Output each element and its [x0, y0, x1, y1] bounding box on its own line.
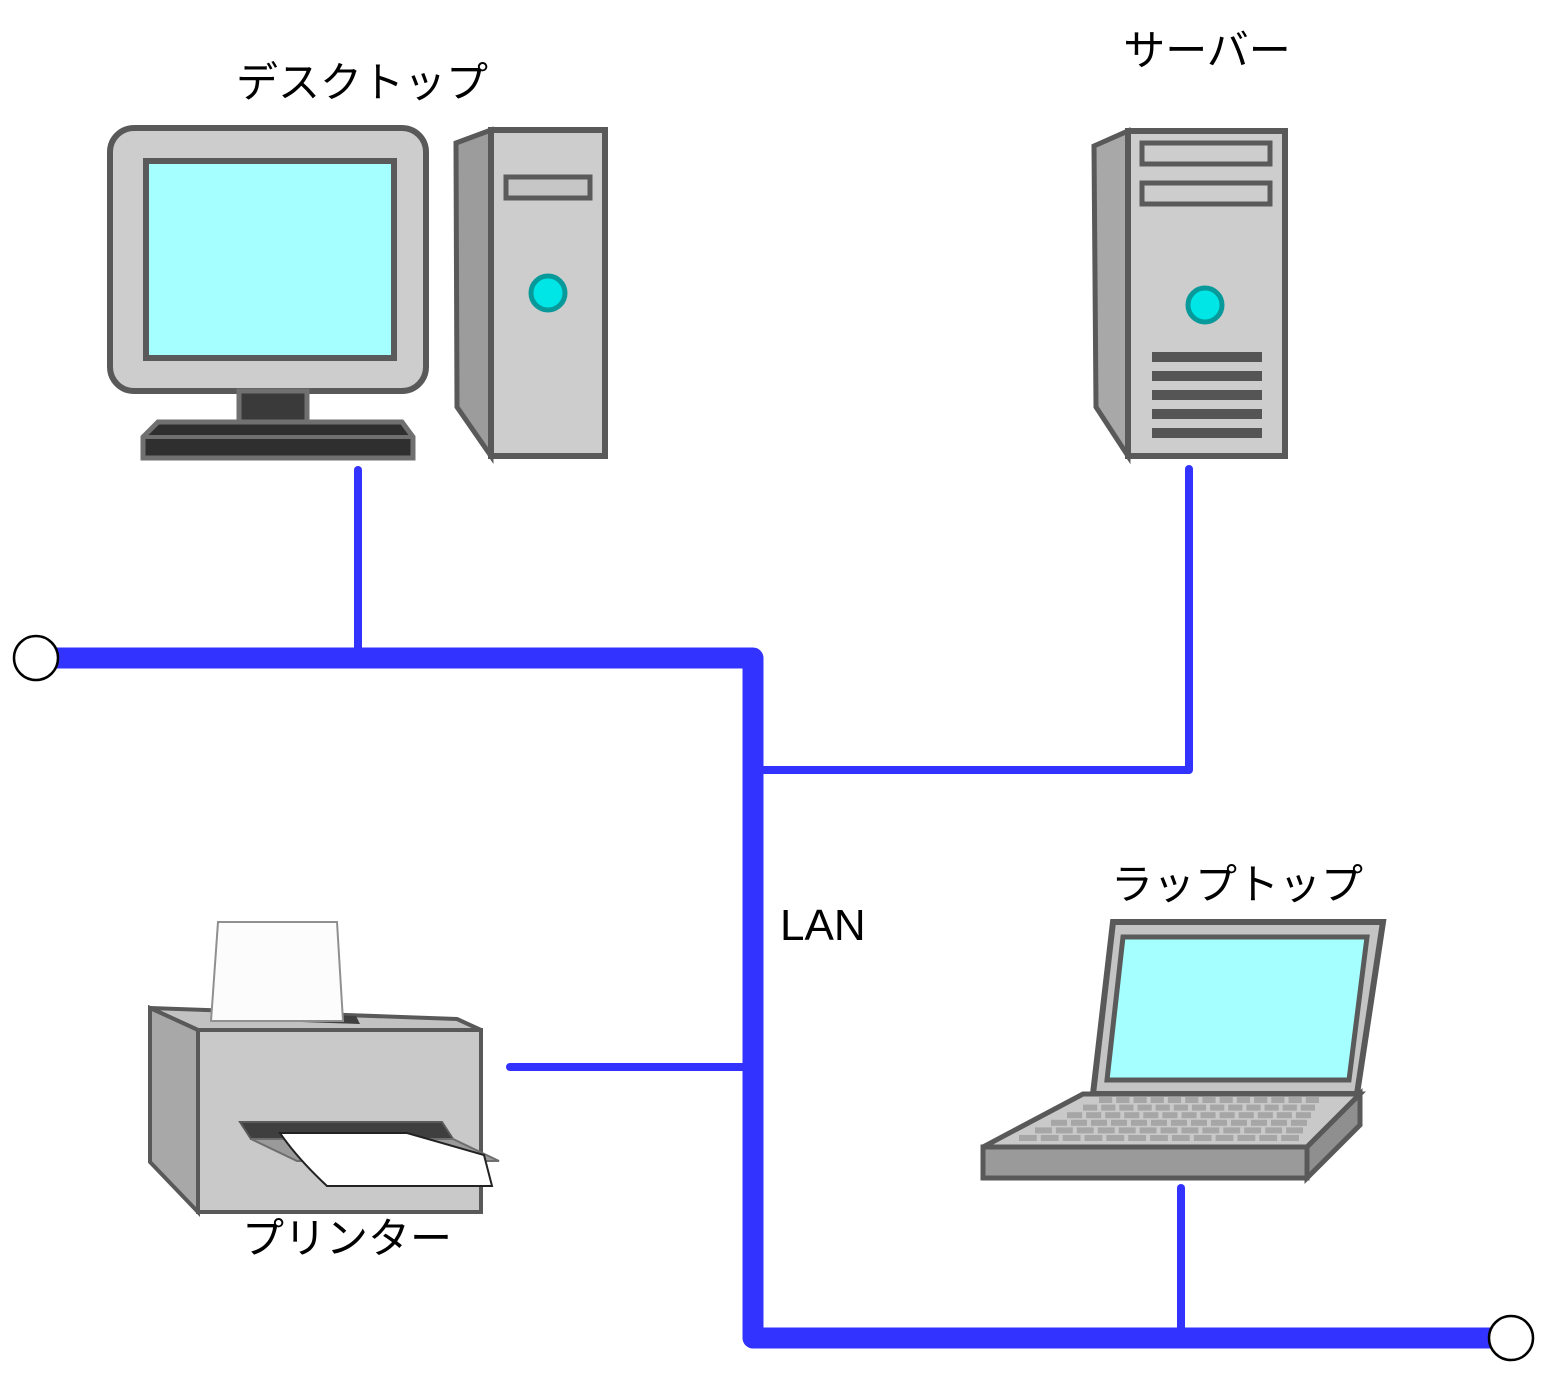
desktop-drive-bay: [503, 174, 593, 201]
lan-cables: [12, 465, 1535, 1362]
laptop-base-front: [980, 1144, 1310, 1181]
server-label: サーバー: [1123, 27, 1291, 74]
bus-terminator-left-icon: [12, 634, 60, 682]
printer-output-paper: [278, 1132, 494, 1187]
server-side: [1091, 127, 1131, 465]
laptop-label: ラップトップ: [1110, 861, 1364, 908]
desktop-label: デスクトップ: [235, 59, 489, 106]
printer-input-paper: [209, 921, 345, 1022]
laptop-icon: [980, 919, 1387, 1185]
desktop-tower-side: [453, 126, 494, 464]
monitor-screen: [143, 158, 397, 361]
server-branch-cable: [748, 465, 1193, 774]
printer-label: プリンター: [241, 1215, 453, 1262]
lan-bus-label: LAN: [780, 901, 866, 950]
lan-trunk-cable: [40, 647, 1512, 1349]
monitor-base: [140, 419, 416, 461]
desktop-power-button-icon: [528, 273, 568, 313]
laptop-screen: [1104, 934, 1370, 1083]
server-tower-icon: [1091, 127, 1288, 465]
laptop-keys: [1019, 1097, 1319, 1141]
laptop-base-side: [1304, 1087, 1363, 1185]
bus-terminator-right-icon: [1487, 1314, 1535, 1362]
server-drive-bay-1: [1139, 140, 1273, 167]
desktop-computer-icon: [107, 125, 608, 464]
server-drive-bay-2: [1139, 180, 1273, 207]
printer-icon: [148, 921, 500, 1217]
printer-side-face: [148, 1004, 200, 1217]
server-vents: [1152, 352, 1262, 438]
server-power-button-icon: [1185, 285, 1225, 325]
